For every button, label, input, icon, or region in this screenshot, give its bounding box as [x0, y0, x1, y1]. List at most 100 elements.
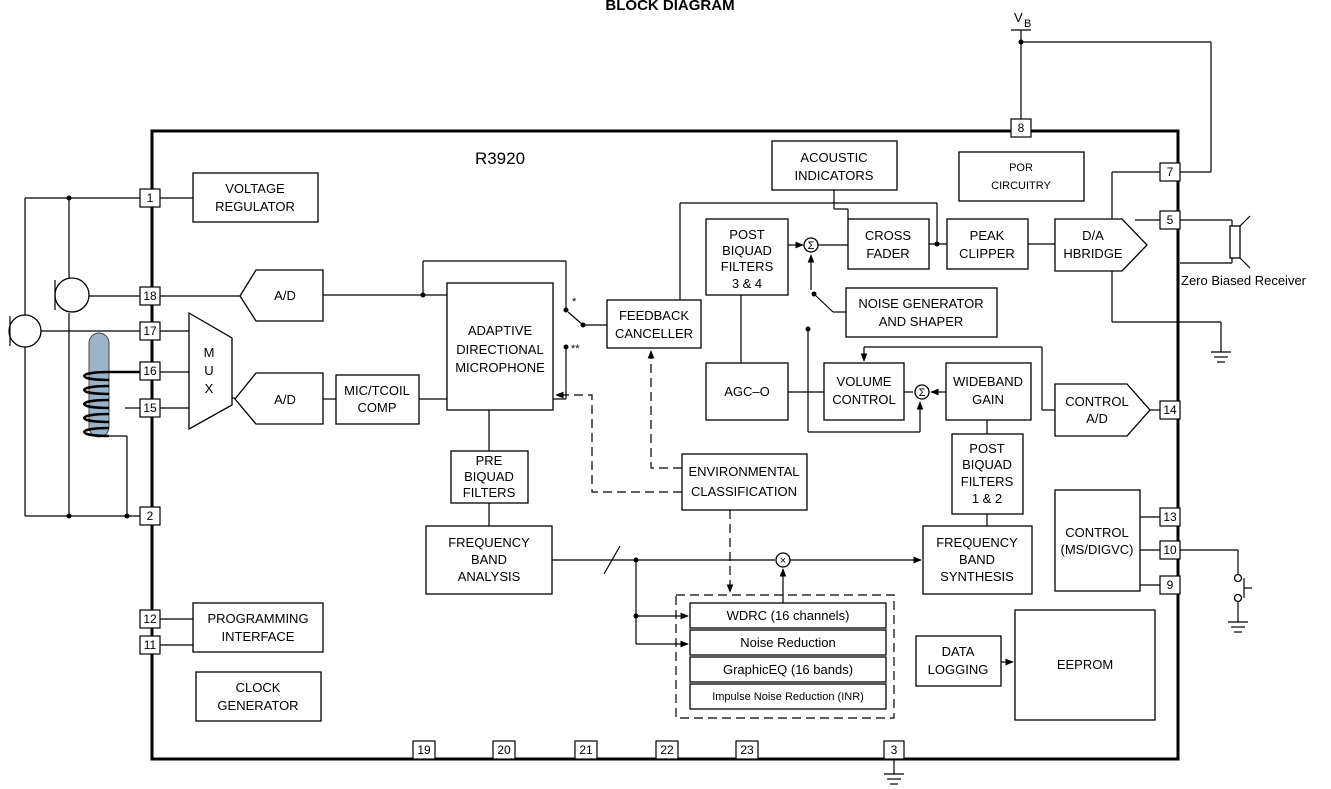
svg-text:16: 16: [143, 364, 157, 378]
external-microphones-and-coil: [8, 195, 140, 519]
pins: 1 18 17 16 15 2 12 11 8 7 5 14 13 10 9 1…: [139, 118, 1181, 760]
svg-text:V: V: [1014, 10, 1023, 25]
pushbutton-switch-icon: [1180, 549, 1252, 633]
svg-text:21: 21: [579, 743, 593, 757]
svg-text:10: 10: [1163, 543, 1177, 557]
svg-text:EEPROM: EEPROM: [1057, 657, 1113, 672]
dsp-processing-group: WDRC (16 channels) Noise Reduction Graph…: [675, 594, 895, 719]
diagram-title: BLOCK DIAGRAM: [605, 0, 734, 14]
svg-text:1: 1: [147, 191, 154, 205]
svg-text:Impulse Noise Reduction (INR): Impulse Noise Reduction (INR): [712, 691, 864, 703]
svg-text:MUX: MUX: [204, 345, 215, 396]
switch-mark-double: **: [571, 343, 580, 355]
svg-text:AGC–O: AGC–O: [724, 384, 770, 399]
microphone-icon: [54, 277, 90, 313]
microphone-icon: [8, 314, 42, 348]
svg-text:A/D: A/D: [274, 288, 296, 303]
svg-text:WDRC (16 channels): WDRC (16 channels): [727, 608, 850, 623]
control-ms-digvc-block: CONTROL(MS/DIGVC): [1054, 489, 1141, 592]
svg-text:22: 22: [660, 743, 674, 757]
signal-wiring: Σ Σ: [160, 171, 1231, 785]
svg-text:15: 15: [143, 401, 157, 415]
svg-text:18: 18: [143, 289, 157, 303]
svg-text:5: 5: [1167, 213, 1174, 227]
svg-text:9: 9: [1167, 578, 1174, 592]
svg-text:B: B: [1024, 18, 1031, 30]
svg-text:14: 14: [1163, 403, 1177, 417]
svg-text:GraphicEQ (16 bands): GraphicEQ (16 bands): [723, 662, 853, 677]
classification-control-lines: [555, 350, 734, 593]
svg-text:7: 7: [1167, 165, 1174, 179]
svg-text:13: 13: [1163, 510, 1177, 524]
svg-text:20: 20: [497, 743, 511, 757]
svg-text:3: 3: [891, 743, 898, 757]
svg-text:2: 2: [147, 509, 154, 523]
svg-text:8: 8: [1018, 121, 1025, 135]
svg-text:23: 23: [740, 743, 754, 757]
svg-text:Noise Reduction: Noise Reduction: [740, 635, 835, 650]
switch-mark-single: *: [572, 296, 577, 308]
agc-o-block: AGC–O: [705, 362, 789, 421]
vb-supply: V B: [1011, 10, 1212, 173]
receiver-icon: [1180, 215, 1251, 269]
svg-text:×: ×: [780, 555, 786, 567]
svg-text:CONTROL(MS/DIGVC): CONTROL(MS/DIGVC): [1061, 525, 1134, 557]
chip-name: R3920: [475, 149, 525, 168]
svg-text:Σ: Σ: [808, 240, 815, 252]
receiver-label: Zero Biased Receiver: [1181, 273, 1307, 288]
svg-text:17: 17: [143, 324, 157, 338]
ad-mic-converter: A/D: [239, 269, 324, 322]
svg-text:A/D: A/D: [274, 392, 296, 407]
svg-text:12: 12: [143, 612, 157, 626]
eeprom-block: EEPROM: [1014, 609, 1156, 721]
svg-text:11: 11: [144, 638, 157, 652]
ad-mux-converter: A/D: [234, 372, 324, 425]
svg-text:Σ: Σ: [919, 387, 926, 399]
svg-text:19: 19: [417, 743, 431, 757]
